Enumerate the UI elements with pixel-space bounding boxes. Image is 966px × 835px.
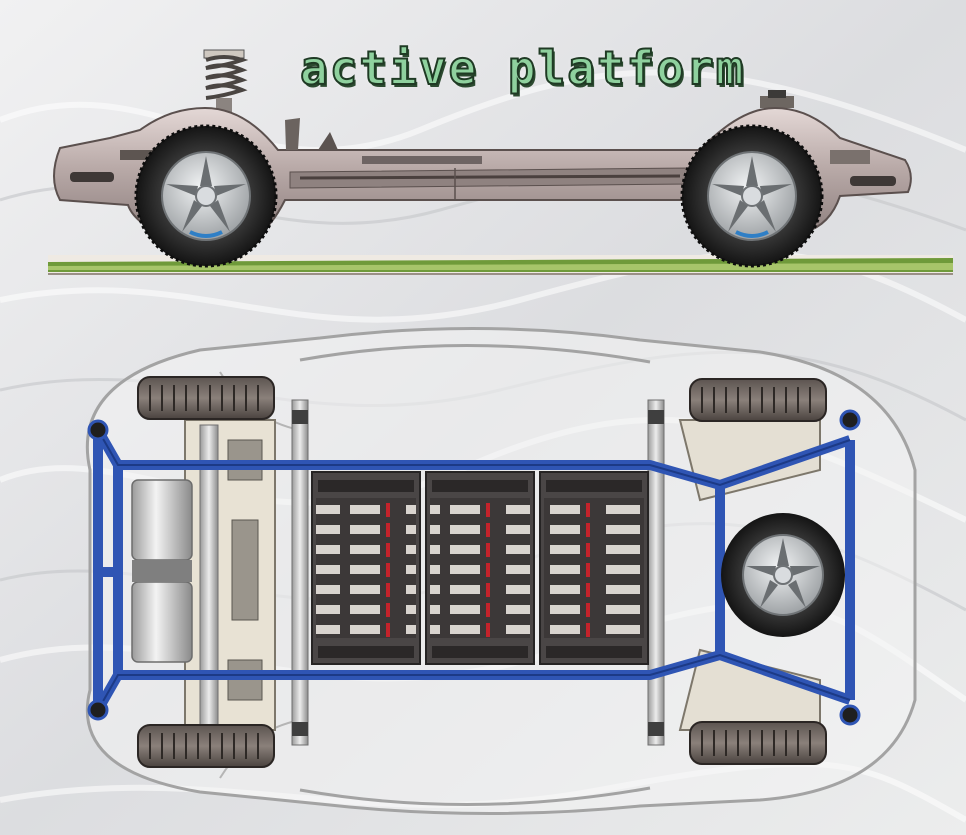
battery-pack-3 <box>539 471 649 665</box>
diagram-title: active platform <box>299 40 746 96</box>
rear-wheel-side <box>680 124 824 268</box>
battery-pack-2 <box>425 471 535 665</box>
fuel-tanks <box>131 479 193 663</box>
road-wheels-top <box>137 376 827 768</box>
frame-mount-points <box>87 409 861 726</box>
battery-packs <box>311 471 649 665</box>
spare-wheel <box>721 513 845 637</box>
top-view <box>85 327 917 816</box>
front-wheel-side <box>134 124 278 268</box>
side-view <box>48 49 953 275</box>
battery-pack-1 <box>311 471 421 665</box>
